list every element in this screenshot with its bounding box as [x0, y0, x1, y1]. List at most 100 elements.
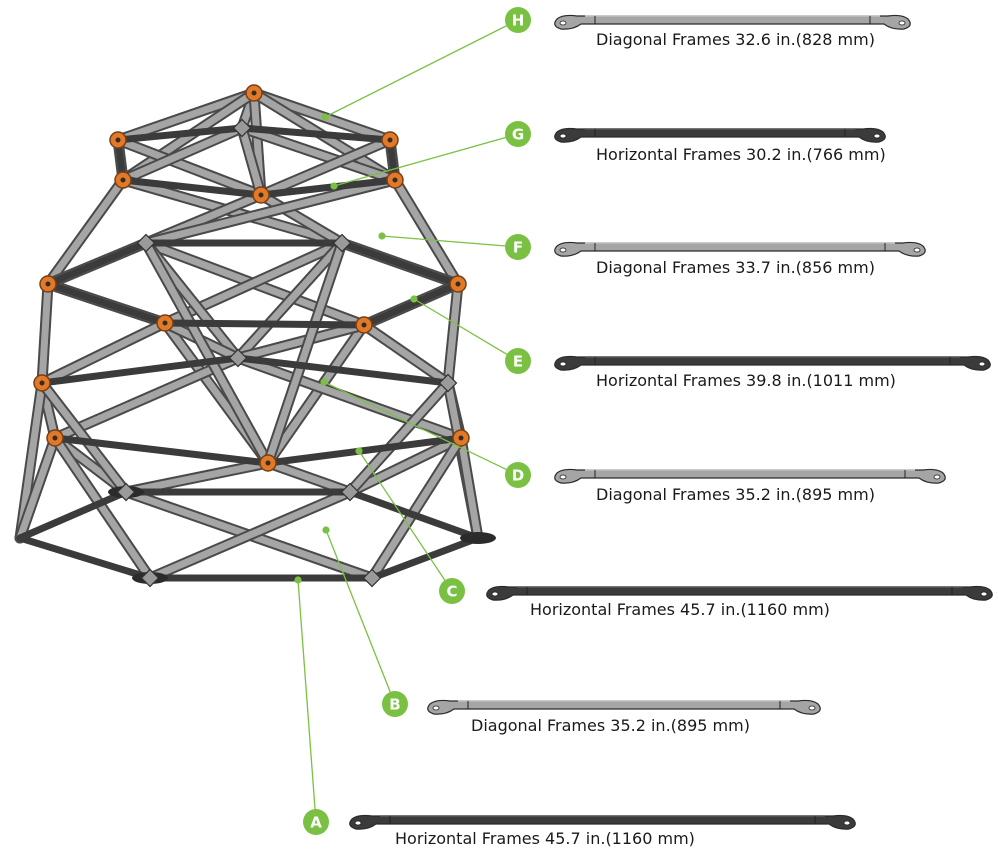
frame-bar-body — [554, 127, 886, 143]
frame-bar-hole — [913, 247, 921, 253]
frame-bar-hole — [980, 591, 988, 597]
horizontal-frame — [114, 124, 246, 144]
badge-letter: B — [389, 696, 400, 714]
horizontal-frame — [161, 319, 368, 329]
badge-letter: D — [512, 467, 524, 485]
horizontal-frame — [44, 239, 150, 288]
part-caption-b: Diagonal Frames 35.2 in.(895 mm) — [471, 716, 750, 735]
connector-bolt — [39, 380, 45, 386]
horizontal-frame — [257, 176, 399, 199]
leader-line-f — [381, 235, 519, 248]
part-badge-d: D — [505, 462, 531, 488]
leader-dot-c — [355, 447, 363, 455]
frame-bar-body — [486, 585, 993, 601]
diagonal-frame — [346, 434, 465, 496]
frame-bar-hole — [933, 474, 941, 480]
connector-bolt — [258, 192, 264, 198]
part-row-g: G Horizontal Frames 30.2 in.(766 mm) — [505, 121, 886, 164]
connector-bolt — [361, 322, 367, 328]
badge-circle — [505, 348, 531, 374]
diagonal-frame — [234, 239, 346, 362]
diagonal-frame-bar-d — [554, 468, 946, 484]
badge-circle — [382, 691, 408, 717]
horizontal-frame-bar-c — [486, 585, 993, 601]
part-caption-g: Horizontal Frames 30.2 in.(766 mm) — [596, 145, 886, 164]
leader-dot-e — [410, 295, 418, 303]
part-badge-a: A — [303, 809, 329, 835]
frame-bar-hole — [808, 705, 816, 711]
diagonal-frame — [16, 434, 59, 542]
badge-circle — [303, 809, 329, 835]
diagonal-frame — [360, 321, 452, 387]
diagonal-frame — [238, 124, 265, 199]
badge-circle — [505, 121, 531, 147]
diagonal-frame — [51, 354, 242, 442]
frame-bar-hole — [843, 820, 851, 826]
part-badge-b: B — [382, 691, 408, 717]
gray-connector-hub — [362, 568, 382, 588]
part-caption-e: Horizontal Frames 39.8 in.(1011 mm) — [596, 371, 896, 390]
horizontal-frame-bar-g — [554, 127, 886, 143]
diagonal-frame-bar-h — [554, 14, 911, 30]
part-badge-h: H — [505, 7, 531, 33]
part-row-b: B Diagonal Frames 35.2 in.(895 mm) — [382, 691, 821, 735]
horizontal-frame — [234, 354, 452, 387]
frame-bar-hole — [559, 247, 567, 253]
connector-bolt — [458, 435, 464, 441]
leader-dot-f — [378, 232, 386, 240]
horizontal-frame — [44, 280, 169, 327]
badge-letter: C — [446, 583, 457, 601]
connector-bolt — [251, 90, 257, 96]
diagonal-frame — [234, 321, 368, 362]
connector-bolt — [162, 320, 168, 326]
frame-bar-body — [554, 468, 946, 484]
diagonal-frame-bar-f — [554, 241, 926, 257]
leader-dot-h — [321, 113, 329, 121]
part-caption-a: Horizontal Frames 45.7 in.(1160 mm) — [395, 829, 695, 848]
diagonal-frame — [264, 321, 368, 467]
leader-line-c — [358, 450, 453, 592]
leader-line-h — [324, 19, 519, 118]
badge-letter: F — [513, 239, 523, 257]
horizontal-frame-bar-e — [554, 355, 991, 371]
leader-line-b — [325, 529, 396, 705]
gray-connector-hub — [438, 373, 458, 393]
part-row-a: A Horizontal Frames 45.7 in.(1160 mm) — [303, 809, 856, 848]
gray-connector-hub — [136, 233, 156, 253]
frame-bar-body — [554, 14, 911, 30]
gray-connector-hub — [228, 348, 248, 368]
horizontal-frame — [346, 488, 482, 542]
frame-bar-hole — [491, 591, 499, 597]
badge-letter: G — [512, 126, 524, 144]
diagonal-frame — [444, 280, 462, 387]
badge-circle — [505, 234, 531, 260]
horizontal-frame-bar-a — [349, 814, 856, 830]
diagonal-frame — [119, 124, 246, 184]
diagonal-frame — [264, 459, 354, 496]
leader-line-e — [413, 298, 519, 362]
leader-line-a — [297, 579, 317, 823]
leader-dot-g — [330, 182, 338, 190]
diagonal-frame — [44, 176, 127, 288]
horizontal-frame — [264, 434, 465, 467]
part-badge-f: F — [505, 234, 531, 260]
leader-dot-d — [320, 378, 328, 386]
connector-bolt — [387, 137, 393, 143]
gray-connector-hub — [232, 118, 252, 138]
connector-bolt — [455, 281, 461, 287]
part-badge-e: E — [505, 348, 531, 374]
frame-bar-body — [554, 241, 926, 257]
gray-connector-hub — [140, 568, 160, 588]
part-badge-g: G — [505, 121, 531, 147]
horizontal-frame — [238, 124, 394, 144]
part-row-e: E Horizontal Frames 39.8 in.(1011 mm) — [505, 348, 991, 390]
horizontal-frame — [360, 280, 462, 329]
diagonal-frame — [142, 239, 272, 467]
horizontal-frame — [119, 176, 265, 199]
horizontal-frame — [16, 488, 130, 542]
horizontal-frame — [38, 354, 242, 387]
